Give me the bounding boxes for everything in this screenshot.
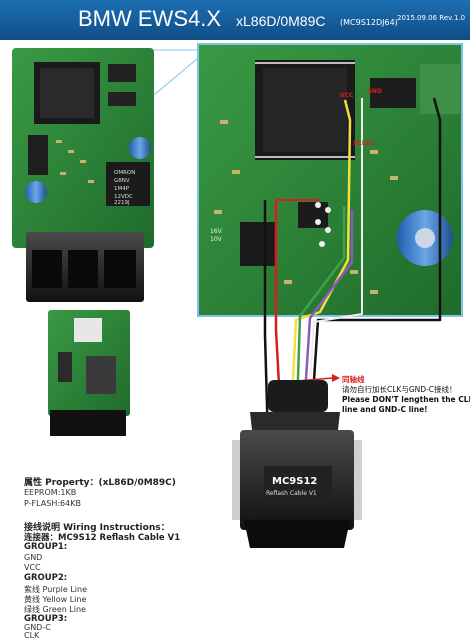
- pin-label-gnd: GND: [367, 88, 382, 95]
- wiring-connector: 连接器：MC9S12 Reflash Cable V1: [24, 533, 181, 543]
- group1-item: GND: [24, 553, 43, 562]
- wiring-heading: 接线说明 Wiring Instructions：: [24, 523, 170, 533]
- relay-label-3: 1M4P: [114, 186, 130, 192]
- wires: [263, 97, 442, 441]
- group1-item: VCC: [24, 563, 41, 572]
- relay-label-4: 12VDC: [114, 194, 133, 200]
- pin-label-xclks: XCLKS: [353, 140, 375, 147]
- pin-label-vcc: VCC: [340, 92, 354, 99]
- coax-title: 同轴线: [342, 375, 365, 384]
- relay-label-1: OMRON: [114, 170, 136, 176]
- page-model: (MC9S12DJ64): [340, 18, 398, 27]
- connector-sublabel: Reflash Cable V1: [266, 490, 317, 497]
- warning-en-1: Please DON'T lengthen the CLK: [342, 395, 470, 404]
- connector-label: MC9S12: [272, 476, 318, 487]
- warning-zh: 请勿自行加长CLK与GND-C接线！: [342, 385, 457, 394]
- eeprom-size: EEPROM:1KB: [24, 488, 77, 497]
- page-subtitle: xL86D/0M89C: [236, 13, 326, 29]
- zoomed-board: [197, 43, 463, 317]
- group3-item: CLK: [24, 631, 40, 640]
- group2-title: GROUP2:: [24, 573, 68, 583]
- relay-label-2: G8NV: [114, 178, 130, 184]
- group2-item: 黄线 Yellow Line: [24, 595, 87, 604]
- full-board: [12, 48, 154, 302]
- page-title: BMW EWS4.X: [78, 6, 222, 31]
- warning-en-2: line and GND-C line!: [342, 405, 428, 414]
- group2-item: 紫线 Purple Line: [24, 585, 88, 594]
- group3-title: GROUP3:: [24, 614, 68, 624]
- db25-connector: [232, 380, 362, 548]
- page-date: 2015.09.06 Rev.1.0: [397, 14, 466, 22]
- group2-item: 绿线 Green Line: [24, 605, 86, 614]
- header-banner: [0, 0, 470, 40]
- relay-label-5: 2219J: [114, 200, 130, 206]
- cap-label-16v: 16V: [210, 228, 222, 235]
- group1-title: GROUP1:: [24, 542, 68, 552]
- board-back: [48, 310, 130, 436]
- cap-label-10v: 10V: [210, 236, 222, 243]
- pflash-size: P-FLASH:64KB: [24, 499, 81, 508]
- property-heading: 属性 Property：(xL86D/0M89C): [24, 478, 176, 488]
- group3-item: GND-C: [24, 623, 51, 632]
